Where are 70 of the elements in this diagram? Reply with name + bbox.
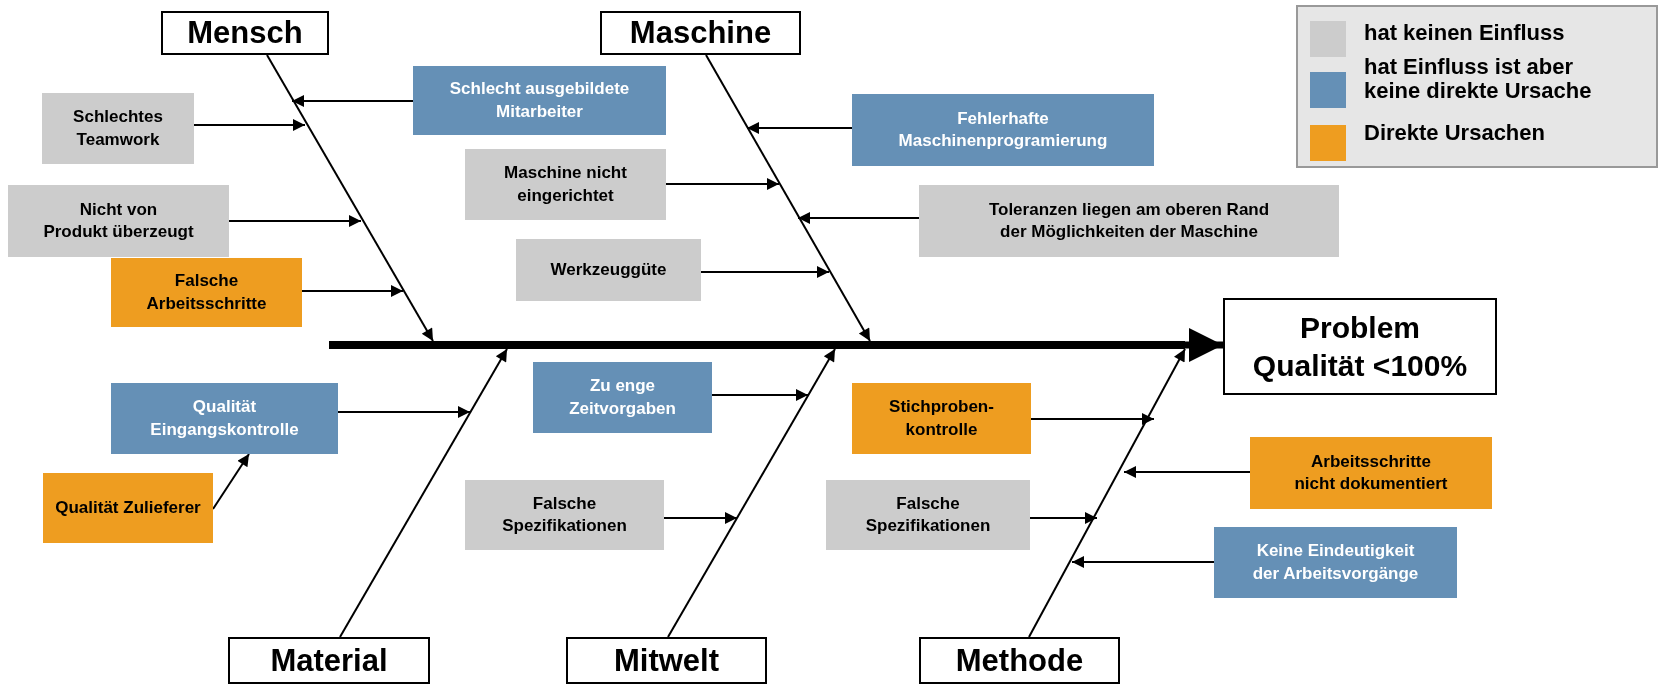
cause-box (826, 480, 1030, 550)
category-box (919, 637, 1120, 684)
cause-box (852, 383, 1031, 454)
arrow (663, 512, 738, 524)
cause-box (1250, 437, 1492, 509)
category-box (161, 11, 329, 55)
cause-box (1214, 527, 1457, 598)
arrow (746, 122, 853, 134)
arrow (339, 348, 508, 638)
cause-box (919, 185, 1339, 257)
cause-label: Fehlerhafte Maschinenprogramierung (897, 107, 1109, 152)
cause-label: Werkzeuggüte (550, 258, 667, 281)
arrow (667, 348, 836, 638)
problem-label: Problem Qualität <100% (1251, 310, 1469, 384)
cause-box (465, 480, 664, 550)
cause-label: Nicht von Produkt überzeugt (42, 198, 195, 243)
cause-label: Falsche Spezifikationen (864, 492, 992, 537)
category-label: Methode (955, 642, 1084, 679)
cause-label: Falsche Arbeitsschritte (145, 270, 268, 315)
problem-box (1223, 298, 1497, 395)
category-box (566, 637, 767, 684)
spine-bar (329, 341, 1185, 349)
arrow (193, 119, 306, 131)
arrow (797, 212, 920, 224)
cause-label: Keine Eindeutigkeit der Arbeitsvorgänge (1251, 540, 1420, 585)
cause-label: Qualität Eingangskontrolle (149, 396, 300, 441)
arrow (1029, 512, 1098, 524)
cause-box (533, 362, 712, 433)
cause-box (852, 94, 1154, 166)
cause-label: Stichproben-kontrolle (888, 396, 995, 441)
cause-box (42, 93, 194, 164)
category-box (600, 11, 801, 55)
arrow (705, 54, 871, 342)
arrow (665, 178, 780, 190)
cause-box (516, 239, 701, 301)
arrow (301, 285, 404, 297)
cause-box (111, 383, 338, 454)
legend-label: hat Einfluss ist aber keine direkte Ursache (1364, 55, 1593, 104)
category-label: Maschine (629, 15, 772, 51)
category-label: Mitwelt (613, 642, 720, 679)
category-label: Mensch (187, 15, 303, 51)
arrow (1123, 466, 1251, 478)
cause-label: Toleranzen liegen am oberen Rand der Möglichkeiten der Maschine (987, 198, 1271, 243)
cause-label: Zu enge Zeitvorgaben (568, 375, 677, 420)
arrow (337, 406, 471, 418)
arrow (1184, 328, 1223, 362)
cause-box (413, 66, 666, 135)
arrow (700, 266, 830, 278)
cause-box (111, 258, 302, 327)
category-box (228, 637, 430, 684)
cause-label: Maschine nicht eingerichtet (503, 162, 628, 207)
cause-label: Qualität Zulieferer (55, 496, 201, 519)
cause-label: Arbeitsschritte nicht dokumentiert (1293, 450, 1449, 495)
arrow (228, 215, 362, 227)
cause-label: Schlecht ausgebildete Mitarbeiter (448, 78, 631, 123)
cause-box (43, 473, 213, 543)
arrow (212, 453, 250, 510)
category-label: Material (270, 642, 388, 679)
cause-label: Schlechtes Teamwork (72, 106, 164, 151)
cause-box (8, 185, 229, 257)
arrow (1071, 556, 1215, 568)
cause-label: Falsche Spezifikationen (501, 492, 628, 537)
arrow (711, 389, 809, 401)
legend-label: hat keinen Einfluss (1364, 21, 1566, 46)
arrow (1028, 348, 1186, 638)
arrow (266, 54, 434, 342)
cause-box (465, 149, 666, 220)
arrow (291, 95, 414, 107)
legend-label: Direkte Ursachen (1364, 121, 1546, 146)
arrow (1030, 413, 1155, 425)
